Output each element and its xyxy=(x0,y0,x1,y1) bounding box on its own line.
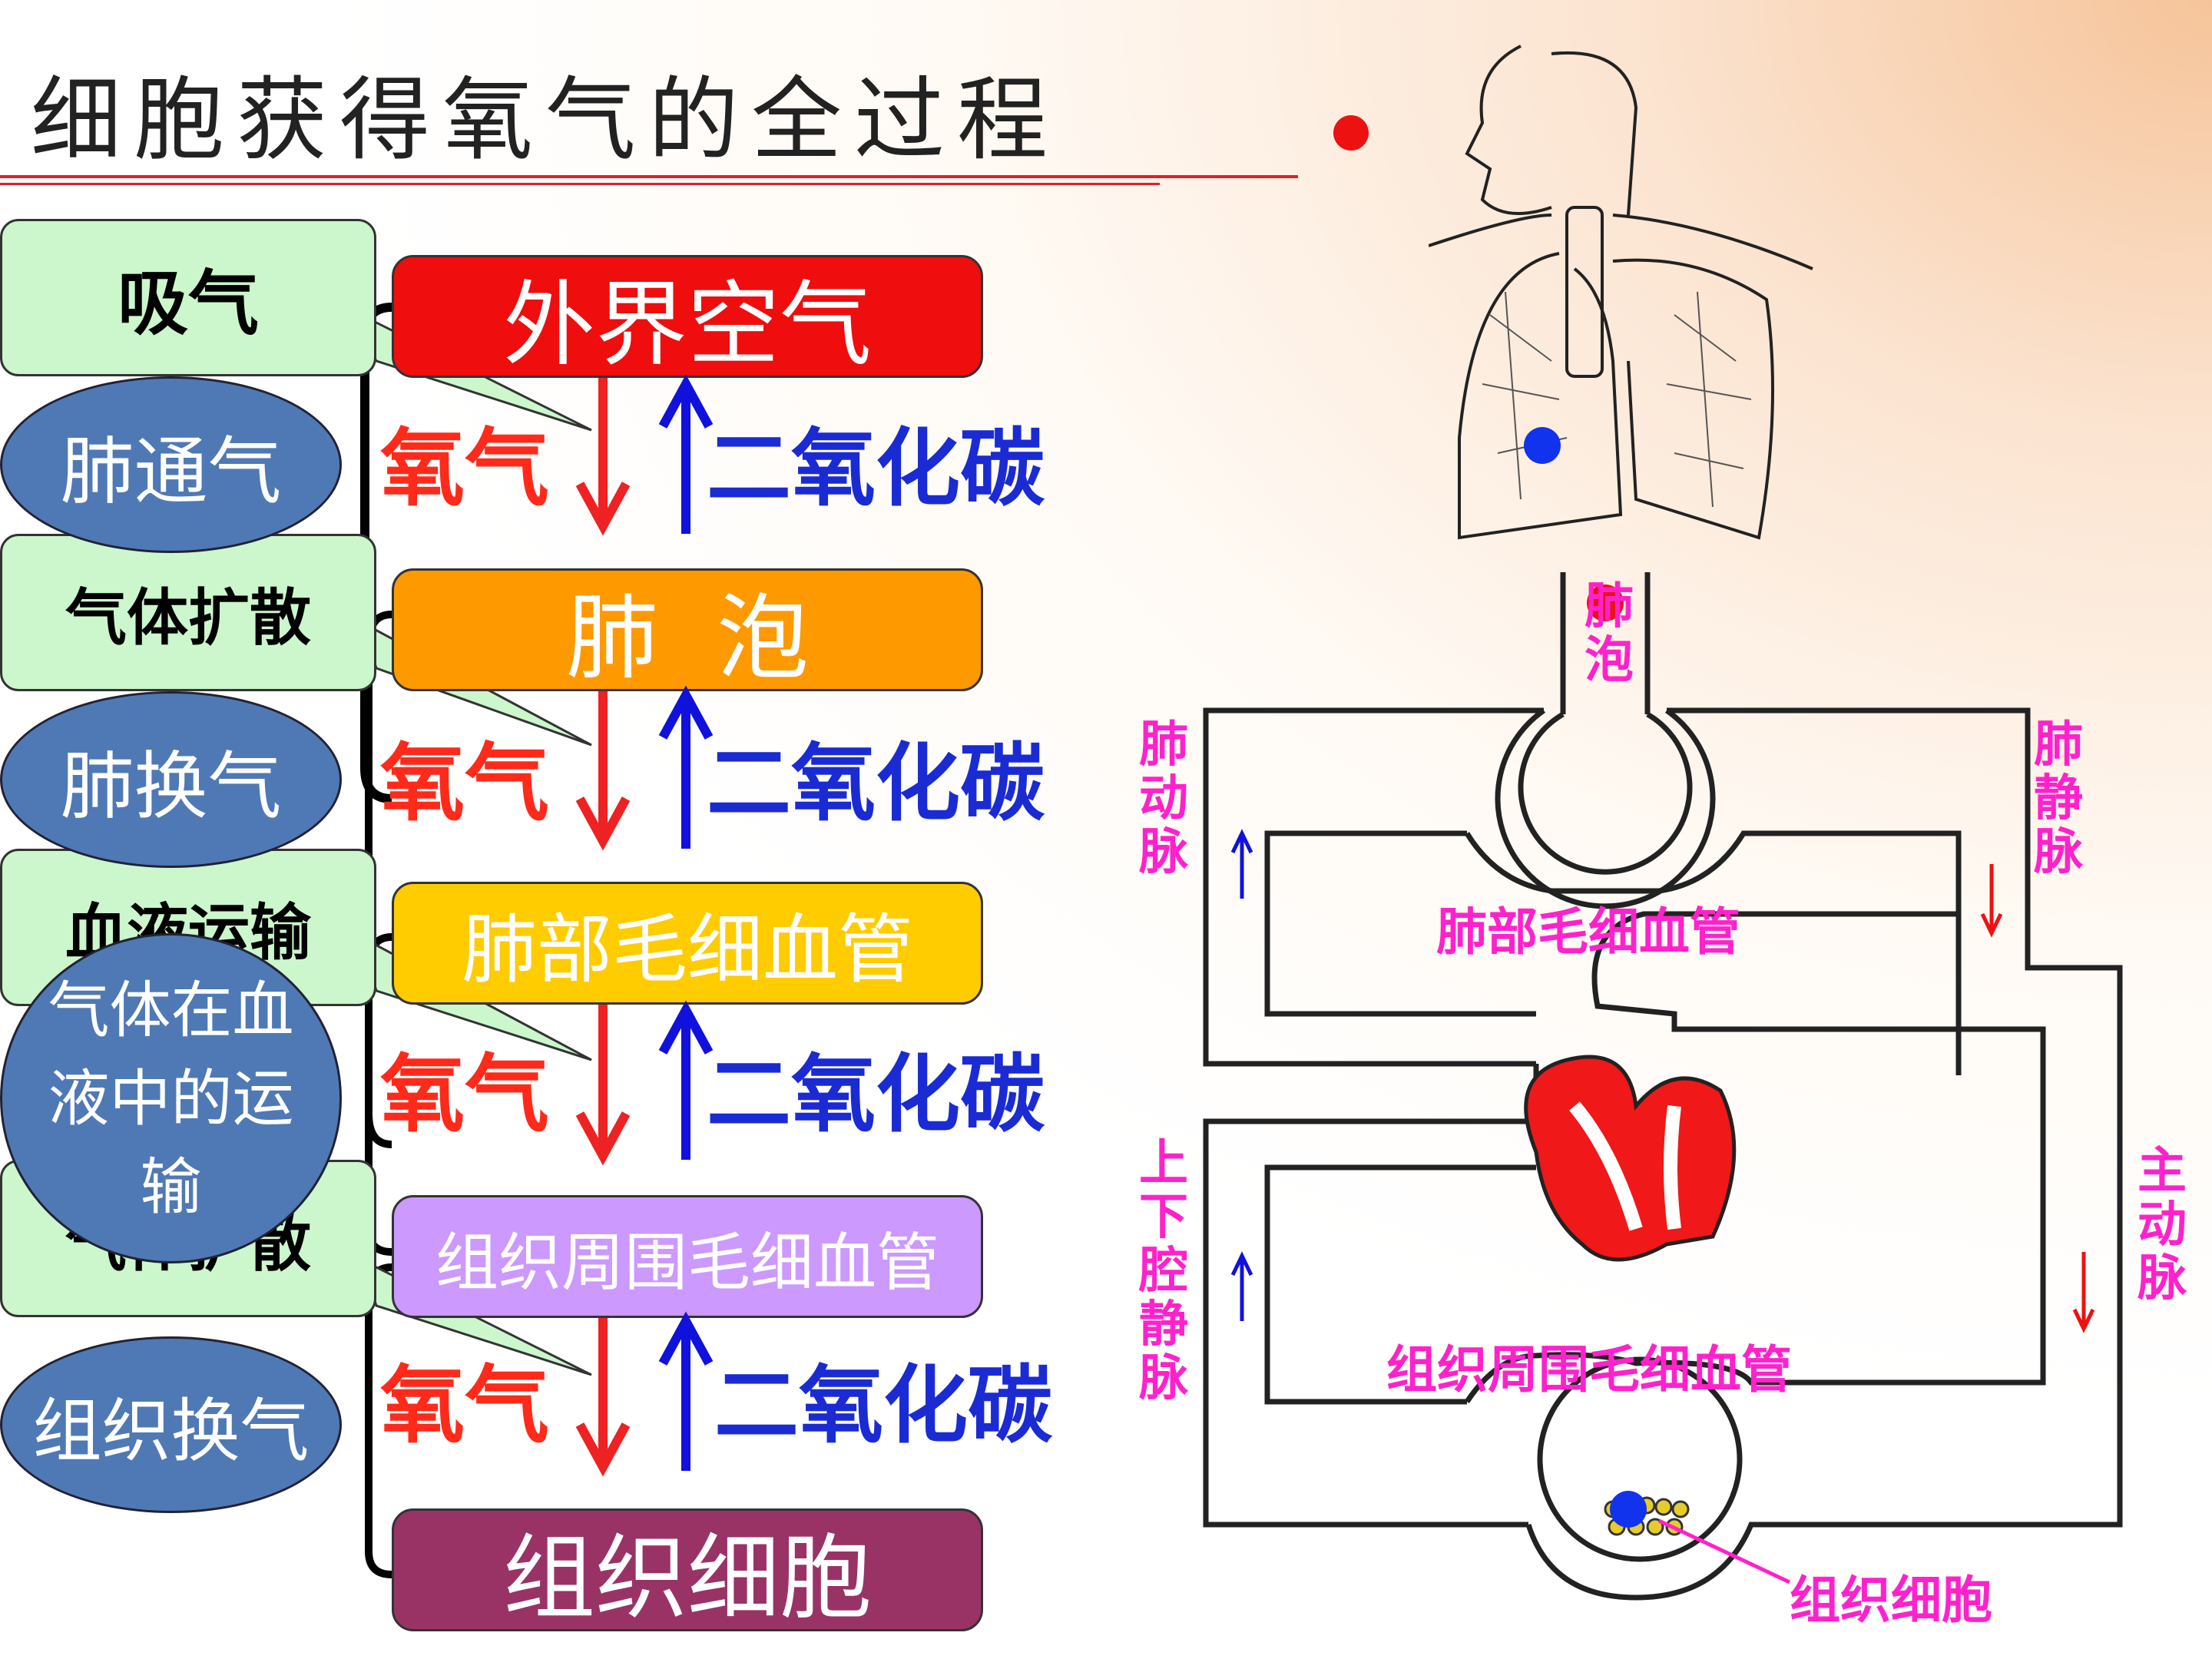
co2-label-4: 二氧化碳 xyxy=(714,1356,1052,1455)
gas-transport-text: 气体在血液中的运输 xyxy=(48,974,294,1223)
respiratory-system-illustration xyxy=(1429,45,1813,540)
tissue-exchange-ellipse: 组织换气 xyxy=(0,1336,342,1513)
flow-box-tissue-cell: 组织细胞 xyxy=(392,1508,983,1632)
flow-box-outside-air: 外界空气 xyxy=(392,255,983,379)
pulmonary-capillary-label: 肺部毛细血管 xyxy=(1436,902,1740,962)
tissue-blue-dot-marker xyxy=(1610,1491,1647,1528)
title-underline-secondary xyxy=(0,183,1160,185)
flow-box-alveolus: 肺 泡 xyxy=(392,568,983,692)
lung-ventilation-ellipse: 肺通气 xyxy=(0,376,342,553)
alveolus-label: 肺泡 xyxy=(1584,578,1634,689)
tissue-capillary-label: 组织周围毛细血管 xyxy=(1386,1339,1792,1399)
pulmonary-artery-label: 肺动脉 xyxy=(1139,716,1188,881)
oxygen-label-3: 氧气 xyxy=(380,1045,549,1144)
oxygen-label-4: 氧气 xyxy=(380,1356,549,1455)
title-underline xyxy=(0,175,1298,178)
page-title: 细胞获得氧气的全过程 xyxy=(31,67,1061,173)
aorta-label: 主动脉 xyxy=(2137,1142,2187,1307)
co2-label-3: 二氧化碳 xyxy=(707,1045,1045,1144)
blood-circulation-diagram xyxy=(1203,572,2123,1601)
gas-transport-ellipse: 气体在血液中的运输 xyxy=(0,933,342,1263)
vena-cava-label: 上下腔静脉 xyxy=(1139,1134,1188,1407)
co2-label-1: 二氧化碳 xyxy=(707,419,1045,518)
inhale-label: 吸气 xyxy=(0,219,376,376)
oxygen-label-1: 氧气 xyxy=(380,419,549,518)
pulmonary-vein-label: 肺静脉 xyxy=(2034,716,2083,881)
gas-exchange-arrows xyxy=(575,374,714,1477)
co2-label-2: 二氧化碳 xyxy=(707,734,1045,833)
lung-exchange-ellipse: 肺换气 xyxy=(0,691,342,868)
alveolus-red-dot-marker xyxy=(1587,584,1624,621)
tissue-cell-label: 组织细胞 xyxy=(1790,1570,1992,1630)
red-dot-marker xyxy=(1333,115,1369,151)
oxygen-label-2: 氧气 xyxy=(380,734,549,833)
flow-box-lung-capillary: 肺部毛细血管 xyxy=(392,882,983,1005)
flow-box-tissue-capillary: 组织周围毛细血管 xyxy=(392,1195,983,1318)
lung-blue-dot-marker xyxy=(1524,427,1561,464)
